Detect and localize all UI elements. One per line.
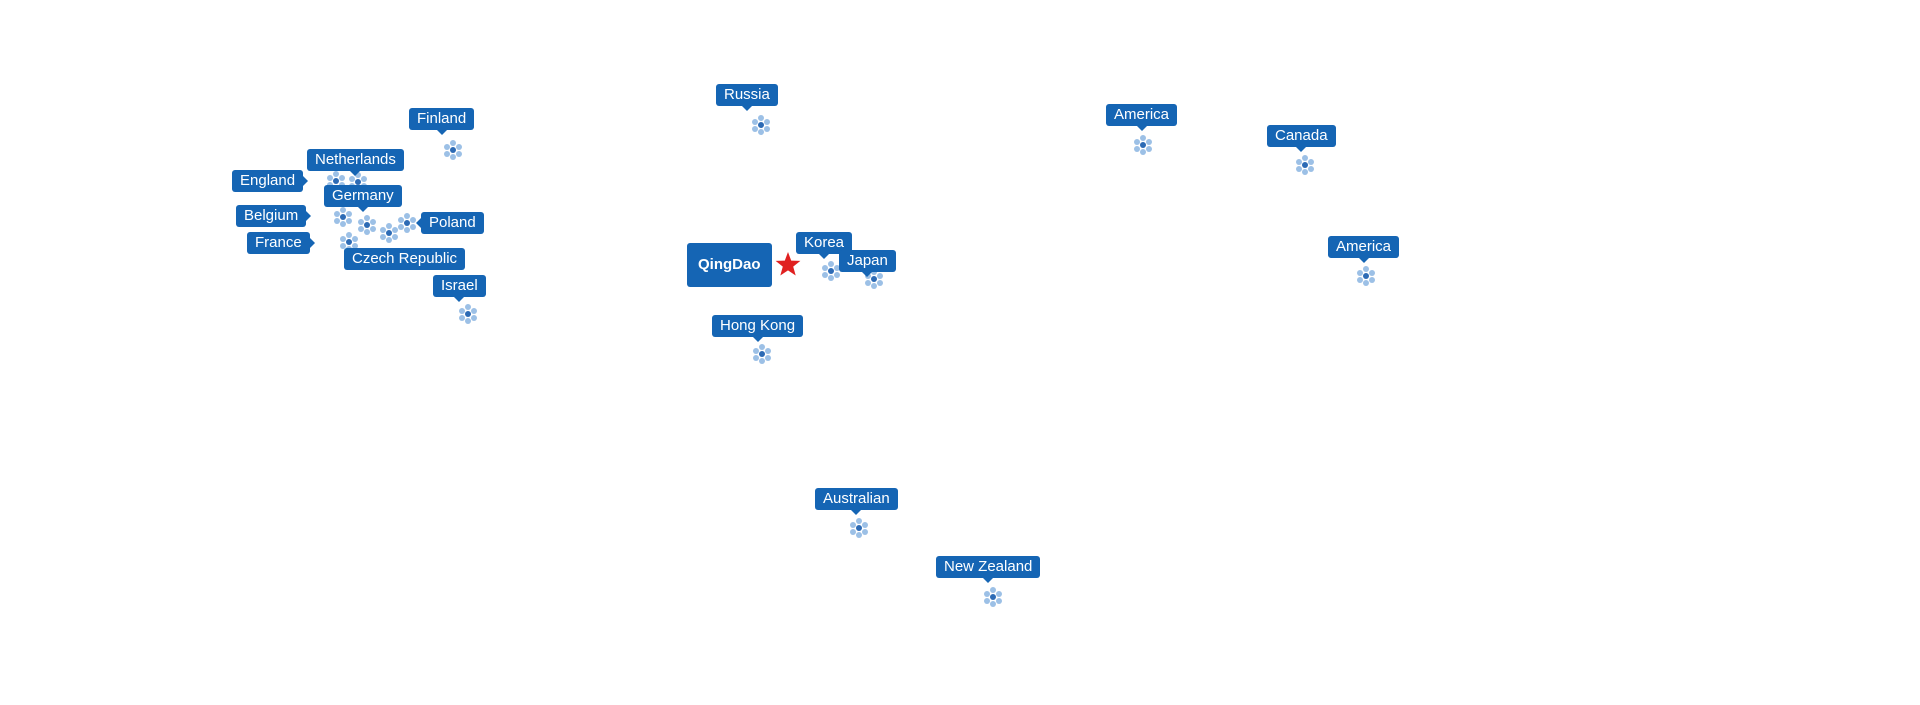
belgium-marker[interactable] <box>332 206 354 228</box>
label-america-south[interactable]: America <box>1328 236 1400 263</box>
america-north-marker[interactable] <box>1132 134 1154 156</box>
label-america-north[interactable]: America <box>1106 104 1178 131</box>
russia-marker[interactable] <box>750 114 772 136</box>
germany-marker[interactable] <box>356 214 378 236</box>
label-england[interactable]: England <box>232 170 309 192</box>
label-poland[interactable]: Poland <box>416 212 484 234</box>
label-israel[interactable]: Israel <box>433 275 486 302</box>
japan-marker[interactable] <box>863 268 885 290</box>
america-south-marker[interactable] <box>1355 265 1377 287</box>
label-belgium[interactable]: Belgium <box>236 205 312 227</box>
origin-star-icon <box>775 252 801 276</box>
label-france[interactable]: France <box>247 232 315 254</box>
finland-marker[interactable] <box>442 139 464 161</box>
israel-marker[interactable] <box>457 303 479 325</box>
korea-marker[interactable] <box>820 260 842 282</box>
label-australian[interactable]: Australian <box>815 488 898 515</box>
czech-republic-marker[interactable] <box>378 222 400 244</box>
hong-kong-marker[interactable] <box>751 343 773 365</box>
label-finland[interactable]: Finland <box>409 108 475 135</box>
label-germany[interactable]: Germany <box>324 185 402 212</box>
label-new-zealand[interactable]: New Zealand <box>936 556 1041 583</box>
label-japan[interactable]: Japan <box>839 250 896 277</box>
label-czech-republic[interactable]: Czech Republic <box>344 248 466 270</box>
poland-marker[interactable] <box>396 212 418 234</box>
label-netherlands[interactable]: Netherlands <box>307 149 404 176</box>
australian-marker[interactable] <box>848 517 870 539</box>
label-canada[interactable]: Canada <box>1267 125 1336 152</box>
label-korea[interactable]: Korea <box>796 232 853 259</box>
canada-marker[interactable] <box>1294 154 1316 176</box>
label-hong-kong[interactable]: Hong Kong <box>712 315 804 342</box>
label-russia[interactable]: Russia <box>716 84 778 111</box>
origin-label[interactable]: QingDao <box>687 243 772 287</box>
new-zealand-marker[interactable] <box>982 586 1004 608</box>
